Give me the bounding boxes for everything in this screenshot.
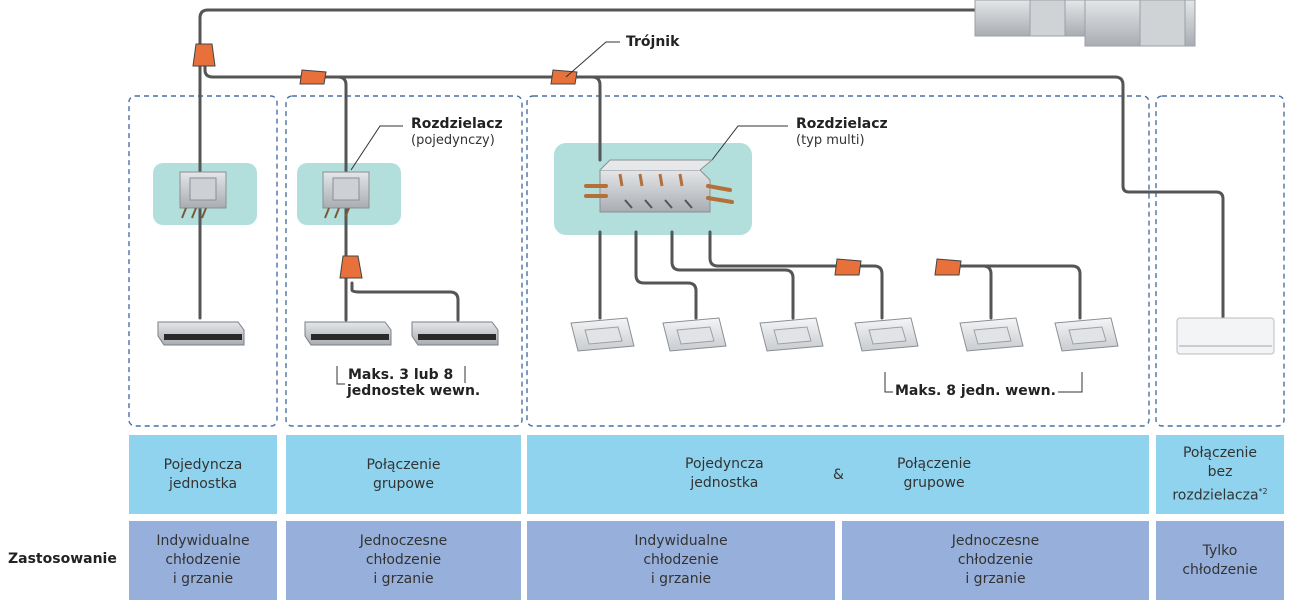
conn-cell-single: Pojedyncza jednostka	[129, 435, 277, 514]
ducted-unit-icon	[304, 321, 392, 346]
conn-cell-group: Połączenie grupowe	[286, 435, 521, 514]
app-cell-4: Jednoczesne chłodzenie i grzanie	[842, 521, 1149, 600]
cassette-unit-icon	[570, 317, 635, 352]
app-cell-2-text: Jednoczesne chłodzenie i grzanie	[359, 533, 448, 587]
tee-connector-3	[550, 69, 578, 85]
label-trojnik: Trójnik	[626, 34, 680, 50]
tee-connector-5	[834, 258, 862, 276]
app-cell-2: Jednoczesne chłodzenie i grzanie	[286, 521, 521, 600]
multi-distributor-icon	[584, 159, 734, 213]
conn-ampersand: &	[833, 467, 844, 483]
pipe-branch-group	[316, 75, 348, 322]
pipe-main	[203, 53, 1225, 320]
app-cell-5-text: Tylko chłodzenie	[1182, 542, 1258, 578]
tee-connector-1	[192, 43, 216, 67]
group-box-group	[285, 95, 523, 427]
pipes	[198, 8, 1225, 322]
pipe-multi-4	[708, 230, 884, 320]
distributor-box-icon	[322, 171, 370, 219]
tee-connector-2	[299, 69, 327, 85]
app-cell-5: Tylko chłodzenie	[1156, 521, 1284, 600]
app-cell-3-text: Indywidualne chłodzenie i grzanie	[634, 533, 728, 587]
wall-unit-icon	[1176, 317, 1275, 355]
footnote-marker: *2	[1258, 486, 1268, 496]
cassette-unit-icon	[854, 317, 919, 352]
pipe-top	[198, 8, 1002, 320]
pipe-multi-5	[958, 264, 993, 320]
cassette-unit-icon	[1054, 317, 1119, 352]
pipe-branch-multi	[568, 75, 602, 162]
leader-rozdzielacz-1	[350, 125, 403, 171]
conn-single-text: Pojedyncza jednostka	[163, 456, 243, 492]
conn-group-text: Połączenie grupowe	[366, 456, 441, 492]
label-rozdzielacz-single: Rozdzielacz	[411, 116, 503, 132]
pipe-multi-6	[958, 264, 1082, 320]
app-cell-3: Indywidualne chłodzenie i grzanie	[527, 521, 835, 600]
distributor-box-icon	[179, 171, 227, 219]
pipe-multi-3	[670, 230, 795, 320]
label-max-multi: Maks. 8 jedn. wewn.	[893, 383, 1058, 399]
pipe-multi-2	[634, 230, 698, 320]
group-box-multi	[526, 95, 1150, 427]
ducted-unit-icon	[157, 321, 245, 346]
application-row-label: Zastosowanie	[8, 551, 117, 567]
conn-cell-multi: Pojedyncza jednostka & Połączenie grupow…	[527, 435, 1149, 514]
cassette-unit-icon	[759, 317, 824, 352]
app-cell-4-text: Jednoczesne chłodzenie i grzanie	[951, 533, 1040, 587]
group-box-single	[128, 95, 278, 427]
conn-cell-no-distributor: Połączenie bez rozdzielacza*2	[1156, 435, 1284, 514]
conn-multi-right-text: Połączenie grupowe	[897, 456, 972, 491]
pipe-branch-group-2	[350, 281, 460, 322]
group-boxes	[128, 95, 1285, 427]
label-max-group-line1: Maks. 3 lub 8	[346, 367, 456, 383]
cassette-unit-icon	[959, 317, 1024, 352]
label-max-group-line2: jednostek wewn.	[345, 383, 483, 399]
ducted-unit-icon	[411, 321, 499, 346]
group-box-no-distributor	[1155, 95, 1285, 427]
tee-connector-4	[339, 255, 363, 279]
tee-connector-6	[934, 258, 962, 276]
label-rozdzielacz-multi: Rozdzielacz	[796, 116, 888, 132]
conn-no-distributor-text: Połączenie bez rozdzielacza	[1172, 444, 1259, 504]
label-rozdzielacz-multi-sub: (typ multi)	[796, 133, 865, 148]
app-cell-1: Indywidualne chłodzenie i grzanie	[129, 521, 277, 600]
conn-multi-left-text: Pojedyncza jednostka	[685, 456, 764, 491]
outdoor-unit-icon	[974, 0, 1196, 47]
cassette-unit-icon	[662, 317, 727, 352]
leader-rozdzielacz-2	[711, 125, 788, 161]
leader-trojnik	[565, 41, 620, 78]
label-rozdzielacz-single-sub: (pojedynczy)	[411, 133, 495, 148]
app-cell-1-text: Indywidualne chłodzenie i grzanie	[156, 533, 250, 587]
